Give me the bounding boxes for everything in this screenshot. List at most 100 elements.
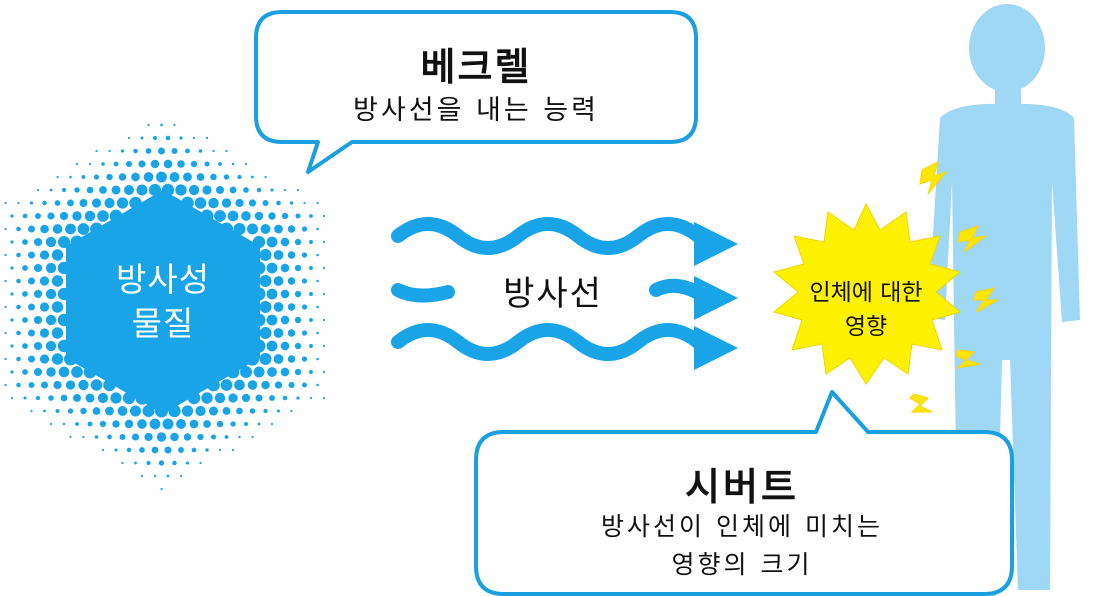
halftone-dot	[163, 159, 173, 169]
becquerel-subtitle: 방사선을 내는 능력	[353, 95, 599, 126]
halftone-dot	[208, 197, 219, 209]
halftone-dot	[45, 262, 57, 274]
halftone-dot	[86, 186, 94, 194]
halftone-dot	[227, 210, 239, 222]
halftone-dot	[47, 212, 55, 220]
halftone-dot	[191, 447, 197, 453]
halftone-dot	[143, 172, 154, 182]
halftone-dot	[259, 327, 272, 339]
halftone-dot	[4, 253, 7, 257]
halftone-dot	[172, 460, 177, 466]
halftone-dot	[259, 353, 272, 365]
effect-label: 인체에 대한 영향	[770, 276, 962, 344]
arrowhead-top	[694, 222, 738, 266]
halftone-dot	[270, 188, 274, 192]
halftone-dot	[134, 461, 137, 465]
halftone-dot	[153, 474, 157, 478]
halftone-dot	[133, 148, 138, 154]
halftone-dot	[303, 201, 306, 205]
halftone-dot	[301, 252, 308, 258]
halftone-dot	[233, 222, 246, 236]
halftone-dot	[176, 419, 186, 429]
halftone-dot	[57, 339, 71, 353]
halftone-dot	[48, 395, 54, 401]
halftone-dot	[69, 435, 72, 439]
halftone-dot	[322, 214, 326, 218]
halftone-dot	[146, 460, 151, 466]
halftone-dot	[273, 328, 284, 338]
halftone-dot	[266, 288, 278, 300]
halftone-dot	[288, 381, 295, 389]
halftone-dot	[105, 406, 114, 416]
halftone-dot	[39, 302, 50, 312]
halftone-dot	[179, 474, 183, 478]
halftone-dot	[127, 136, 131, 140]
halftone-dot	[280, 341, 290, 351]
halftone-dot	[137, 419, 147, 429]
halftone-dot	[158, 147, 165, 155]
halftone-dot	[322, 266, 326, 270]
halftone-dot	[39, 354, 50, 364]
halftone-dot	[208, 406, 219, 416]
halftone-dot	[40, 381, 49, 389]
halftone-dot	[268, 212, 276, 220]
halftone-dot	[126, 447, 132, 453]
halftone-dot	[185, 461, 190, 465]
halftone-dot	[56, 175, 59, 179]
halftone-dot	[118, 173, 127, 181]
halftone-dot	[309, 344, 313, 348]
halftone-dot	[223, 174, 230, 180]
halftone-dot	[57, 287, 71, 301]
effect-label-line2: 영향	[844, 314, 888, 340]
halftone-dot	[93, 174, 100, 180]
halftone-dot	[33, 367, 43, 377]
halftone-dot	[33, 237, 43, 247]
halftone-dot	[222, 407, 231, 415]
halftone-dot	[205, 448, 209, 452]
halftone-dot	[183, 172, 192, 182]
halftone-dot	[111, 185, 121, 195]
halftone-dot	[122, 391, 136, 405]
halftone-dot	[4, 201, 7, 205]
halftone-dot	[116, 197, 129, 209]
halftone-dot	[195, 405, 206, 417]
halftone-dot	[28, 382, 35, 388]
halftone-dot	[280, 263, 290, 273]
halftone-dot	[101, 448, 105, 452]
halftone-dot	[249, 408, 256, 414]
halftone-dot	[10, 240, 14, 244]
halftone-dot	[203, 420, 211, 428]
wave-bottom	[391, 323, 705, 361]
halftone-dot	[28, 303, 35, 311]
halftone-dot	[16, 356, 21, 362]
halftone-dot	[270, 422, 274, 426]
halftone-dot	[62, 422, 66, 426]
halftone-dot	[202, 185, 212, 195]
halftone-dot	[247, 380, 258, 390]
halftone-dot	[165, 135, 171, 141]
halftone-dot	[4, 305, 7, 309]
halftone-dot	[82, 435, 85, 439]
halftone-dot	[148, 183, 162, 197]
halftone-dot	[107, 434, 112, 440]
halftone-dot	[140, 136, 144, 140]
radiation-label: 방사선	[503, 274, 603, 314]
halftone-dot	[294, 238, 302, 246]
halftone-dot	[198, 149, 203, 153]
halftone-dot	[301, 278, 308, 284]
halftone-dot	[230, 421, 236, 427]
halftone-dot	[46, 367, 56, 377]
radioactive-material-label: 방사성 물질	[88, 258, 238, 346]
halftone-dot	[67, 199, 74, 207]
halftone-dot	[154, 404, 169, 418]
halftone-dot	[322, 318, 326, 322]
halftone-dot	[152, 135, 158, 141]
halftone-dot	[75, 422, 79, 426]
halftone-dot	[255, 394, 263, 402]
halftone-dot	[228, 393, 238, 403]
halftone-dot	[273, 302, 284, 312]
halftone-dot	[252, 313, 266, 327]
halftone-dot	[78, 379, 89, 391]
radioactive-source-halftone	[0, 123, 326, 491]
halftone-dot	[269, 395, 275, 401]
